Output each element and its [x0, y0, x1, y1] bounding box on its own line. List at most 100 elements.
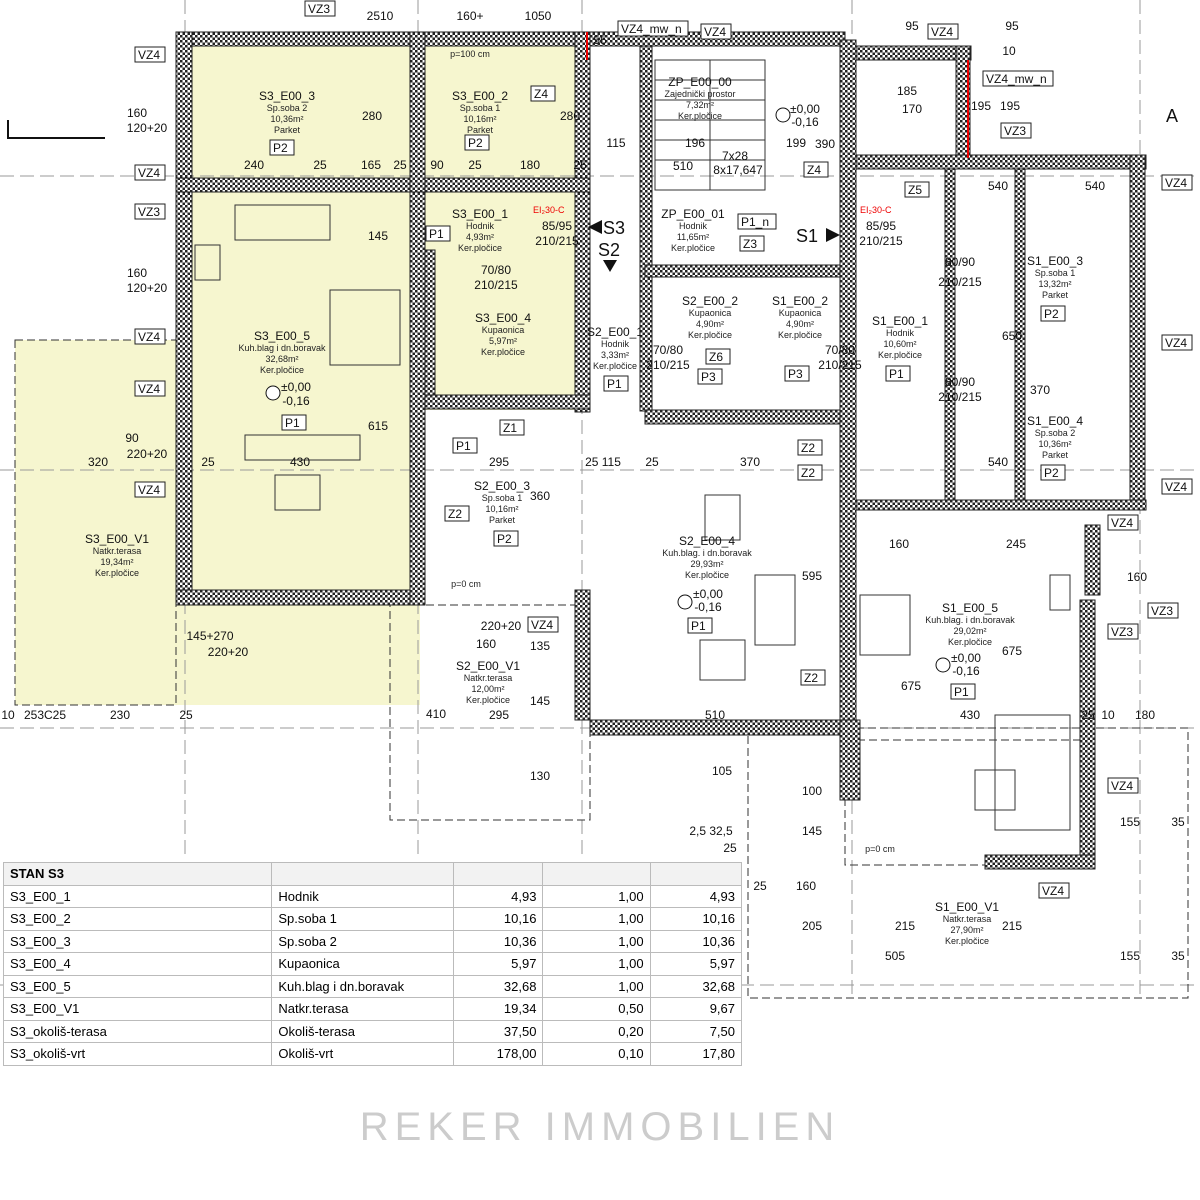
dimension-label: 195 — [971, 99, 991, 113]
room-code: S1_E00_2 — [772, 294, 828, 308]
element-tag: VZ4 — [1161, 478, 1193, 495]
dimension-label: 253C25 — [24, 708, 66, 722]
room-code: S3_E00_V1 — [85, 532, 149, 546]
tag-text: P1 — [607, 377, 622, 391]
element-tag: VZ4 — [1161, 174, 1193, 191]
level-marker-icon — [265, 385, 281, 401]
element-tag: VZ4 — [134, 380, 166, 397]
room-area: 10,16m² — [485, 504, 518, 514]
room-floor: Ker.pločice — [593, 361, 637, 371]
dimension-label: 675 — [1002, 644, 1022, 658]
element-tag: Z2 — [444, 505, 470, 522]
dimension-label: 80/90 — [945, 255, 975, 269]
dimension-label: 160 — [476, 637, 496, 651]
section-arrow-icon — [588, 220, 602, 234]
tag-text: VZ3 — [138, 205, 160, 219]
section-s2: S2 — [598, 240, 620, 260]
level-marker-icon — [935, 657, 951, 673]
dimension-label: 160 — [889, 537, 909, 551]
room-name: Natkr.terasa — [93, 546, 142, 556]
dimension-label: 25 — [201, 455, 215, 469]
dimension-label: 7x28 — [722, 149, 748, 163]
tag-text: VZ3 — [308, 2, 330, 16]
net-area-cell: 17,80 — [649, 1042, 743, 1066]
room-labels: S3_E00_3Sp.soba 210,36m²ParketS3_E00_2Sp… — [85, 75, 1083, 946]
room-area: 10,60m² — [883, 339, 916, 349]
room-area: 10,16m² — [463, 114, 496, 124]
tag-text: P2 — [468, 136, 483, 150]
room-area: 11,65m² — [677, 232, 709, 242]
room-floor: Ker.pločice — [95, 568, 139, 578]
room-code-cell: S3_E00_V1 — [2, 997, 273, 1021]
coefficient-cell: 0,20 — [542, 1019, 651, 1043]
area-cell: 10,36 — [453, 929, 544, 953]
room-area: 7,32m² — [686, 100, 714, 110]
element-tag: P3 — [697, 368, 723, 385]
dimension-label: 160 — [127, 106, 147, 120]
element-tag: VZ4 — [1161, 334, 1193, 351]
dimension-label: 70/80 — [653, 343, 683, 357]
room-area: 27,90m² — [950, 925, 983, 935]
dimension-label: 615 — [368, 419, 388, 433]
room-floor: Ker.pločice — [688, 330, 732, 340]
element-tag: VZ3 — [1107, 623, 1139, 640]
tag-text: VZ4 — [531, 618, 553, 632]
tag-text: P2 — [1044, 466, 1059, 480]
tag-text: P1 — [429, 227, 444, 241]
tag-text: VZ4 — [138, 483, 160, 497]
dimension-label: 540 — [988, 179, 1008, 193]
element-tag: P2 — [1040, 464, 1066, 481]
area-cell: 178,00 — [453, 1042, 544, 1066]
level-top: ±0,00 — [790, 102, 820, 116]
room-code: S3_E00_4 — [475, 311, 531, 325]
area-cell: 37,50 — [453, 1019, 544, 1043]
level-top: ±0,00 — [281, 380, 311, 394]
dimension-label: 35 — [1171, 815, 1185, 829]
room-code-cell: S3_E00_2 — [2, 907, 273, 931]
dimension-label: 505 — [885, 949, 905, 963]
dimension-label: 135 — [530, 639, 550, 653]
level-bottom: -0,16 — [282, 394, 310, 408]
room-code: ZP_E00_01 — [661, 207, 725, 221]
dimension-label: 215 — [1002, 919, 1022, 933]
dimension-label: 170 — [902, 102, 922, 116]
dimension-label: 180 — [520, 158, 540, 172]
element-tag: P1 — [950, 683, 976, 700]
room-area: 13,32m² — [1038, 279, 1071, 289]
tag-text: P1 — [889, 367, 904, 381]
dimension-label: 245 — [1006, 537, 1026, 551]
dimension-label: 160 — [127, 266, 147, 280]
element-tag: P2 — [269, 139, 295, 156]
room-name: Zajednički prostor — [664, 89, 735, 99]
room-code: S1_E00_5 — [942, 601, 998, 615]
room-area: 19,34m² — [100, 557, 133, 567]
room-floor: Parket — [274, 125, 301, 135]
element-tag: VZ4 — [927, 23, 959, 40]
room-code-cell: S3_okoliš-terasa — [2, 1019, 273, 1043]
dimension-label: 240 — [244, 158, 264, 172]
area-cell: 4,93 — [453, 884, 544, 908]
dimension-label: p=100 cm — [450, 49, 490, 59]
dimension-label: 8x17,647 — [713, 163, 763, 177]
tag-text: VZ4 — [1111, 516, 1133, 530]
room-name: Hodnik — [886, 328, 915, 338]
dimension-label: 650 — [1002, 329, 1022, 343]
dimension-label: 210/215 — [474, 278, 518, 292]
element-tag: VZ4 — [134, 164, 166, 181]
dimension-label: 2510 — [367, 9, 394, 23]
dimension-label: 185 — [897, 84, 917, 98]
room-name: Natkr.terasa — [943, 914, 992, 924]
room-area: 4,93m² — [466, 232, 494, 242]
dimension-label: 35 — [1171, 949, 1185, 963]
dimension-label: 25 — [468, 158, 482, 172]
room-code: S3_E00_2 — [452, 89, 508, 103]
coefficient-cell: 1,00 — [542, 974, 651, 998]
area-cell: 19,34 — [453, 997, 544, 1021]
tag-text: VZ4 — [138, 382, 160, 396]
element-tag: VZ4 — [1107, 514, 1139, 531]
